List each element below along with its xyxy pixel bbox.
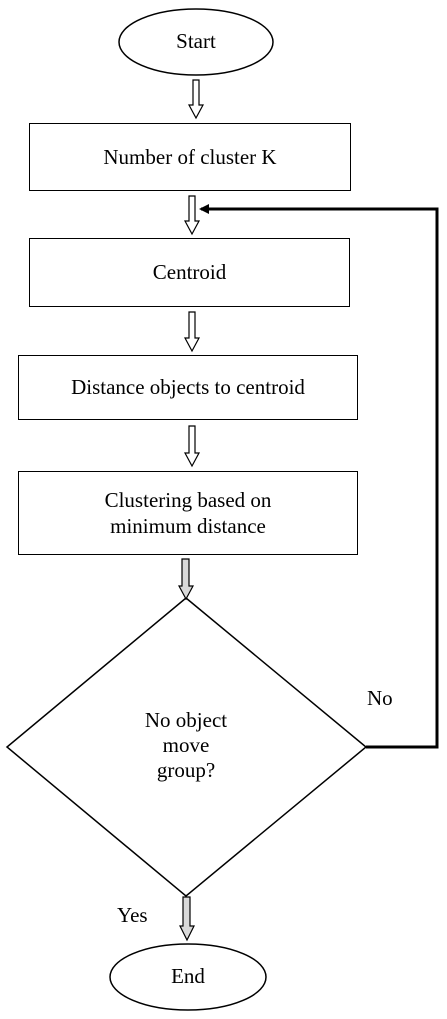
step-number-of-clusters: Number of cluster K bbox=[29, 123, 351, 191]
decision-label-line3: group? bbox=[156, 758, 216, 783]
step-centroid-label: Centroid bbox=[152, 260, 227, 285]
step-distance-label: Distance objects to centroid bbox=[71, 375, 305, 400]
arrow-step4-to-decision bbox=[177, 558, 195, 601]
decision-diamond bbox=[5, 597, 368, 897]
decision-label: No object move group? bbox=[106, 708, 266, 784]
step-distance-to-centroid: Distance objects to centroid bbox=[18, 355, 358, 420]
end-terminal bbox=[109, 943, 267, 1011]
arrow-step2-to-step3 bbox=[183, 311, 201, 353]
decision-label-line1: No object bbox=[144, 708, 228, 732]
step-number-of-clusters-label: Number of cluster K bbox=[103, 144, 277, 169]
end-label: End bbox=[171, 964, 205, 988]
branch-no-label: No bbox=[367, 686, 393, 710]
step-clustering: Clustering based on minimum distance bbox=[18, 471, 358, 555]
arrow-decision-to-end bbox=[179, 896, 195, 942]
decision-label-line2: move bbox=[162, 733, 210, 758]
step-centroid: Centroid bbox=[29, 238, 350, 307]
step-clustering-label-line2: minimum distance bbox=[110, 514, 266, 538]
start-label: Start bbox=[176, 29, 216, 53]
start-terminal bbox=[118, 8, 274, 76]
arrow-start-to-step1 bbox=[187, 79, 205, 120]
no-branch-loop-line bbox=[199, 204, 439, 749]
step-clustering-label-line1: Clustering based on bbox=[104, 487, 272, 512]
arrow-step3-to-step4 bbox=[183, 425, 201, 468]
arrow-step1-to-step2 bbox=[183, 195, 201, 236]
branch-yes-label: Yes bbox=[117, 903, 148, 927]
